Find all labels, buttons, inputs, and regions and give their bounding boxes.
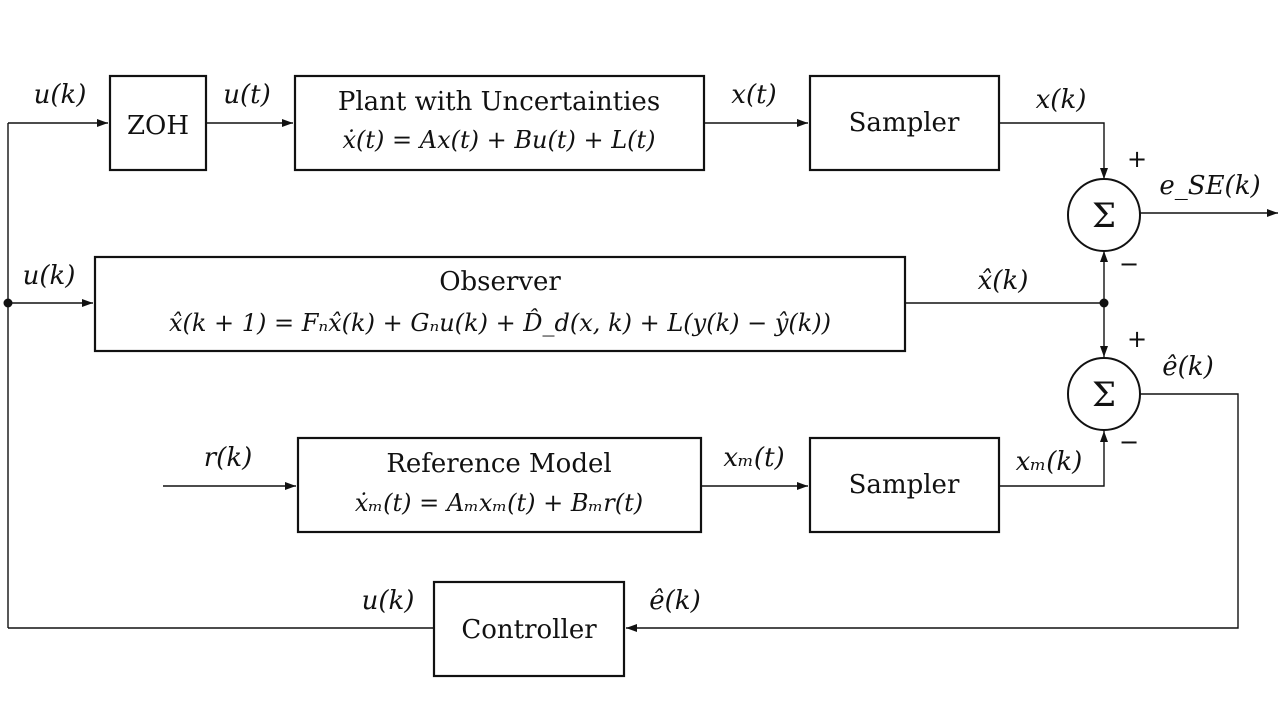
reference-model-block: Reference Model ẋₘ(t) = Aₘxₘ(t) + Bₘr(t) [296,436,703,534]
sum-top-plus: + [1127,145,1147,173]
signal-e-se-k: e_SE(k) [1159,171,1260,201]
signal-x-t: x(t) [731,80,776,110]
plant-title: Plant with Uncertainties [338,87,660,117]
observer-equation: x̂(k + 1) = Fₙx̂(k) + Gₙu(k) + D̂_d(x, k… [169,309,831,337]
junction-dot-right [1099,298,1109,308]
controller-block: Controller [432,580,626,678]
sum-bottom-plus: + [1127,325,1147,353]
signal-xm-t: xₘ(t) [723,443,784,473]
zoh-label: ZOH [127,111,189,141]
signal-x-k: x(k) [1036,85,1087,115]
connections [3,119,1278,632]
signal-xhat-k: x̂(k) [978,266,1029,296]
signal-u-k-controller: u(k) [362,586,415,616]
observer-block: Observer x̂(k + 1) = Fₙx̂(k) + Gₙu(k) + … [93,255,907,353]
sampler-bottom-block: Sampler [808,436,1001,534]
signal-ehat-k-controller: ê(k) [649,586,700,616]
sum-bottom-symbol: Σ [1092,375,1116,415]
controller-label: Controller [461,615,597,645]
plant-block: Plant with Uncertainties ẋ(t) = Ax(t) + … [293,74,706,172]
signal-u-t: u(t) [223,80,270,110]
sum-bottom-minus: − [1119,428,1139,456]
reference-model-equation: ẋₘ(t) = Aₘxₘ(t) + Bₘr(t) [355,489,643,517]
sum-top-symbol: Σ [1092,196,1116,236]
junction-dot-left [3,298,13,308]
sampler-bottom-label: Sampler [849,470,960,500]
plant-equation: ẋ(t) = Ax(t) + Bu(t) + L(t) [342,126,655,154]
wire-sampler-to-sum-top [999,122,1108,179]
observer-title: Observer [439,267,561,297]
sum-junction-bottom: Σ + − [1067,325,1147,456]
wire-sampler-to-sum-bottom [999,431,1108,487]
signal-xm-k: xₘ(k) [1016,447,1083,477]
signal-u-k-input: u(k) [34,80,87,110]
signal-u-k-observer: u(k) [23,261,76,291]
wire-ehat-to-controller [626,393,1239,632]
sum-junction-top: Σ + − [1067,145,1147,278]
signal-ehat-k-right: ê(k) [1162,352,1213,382]
reference-model-title: Reference Model [386,449,611,479]
zoh-block: ZOH [108,74,208,172]
sampler-top-label: Sampler [849,108,960,138]
signal-labels: u(k) u(t) x(t) x(k) e_SE(k) u(k) x̂(k) ê… [23,80,1261,616]
sampler-top-block: Sampler [808,74,1001,172]
sum-top-minus: − [1119,250,1139,278]
signal-r-k: r(k) [204,443,252,473]
